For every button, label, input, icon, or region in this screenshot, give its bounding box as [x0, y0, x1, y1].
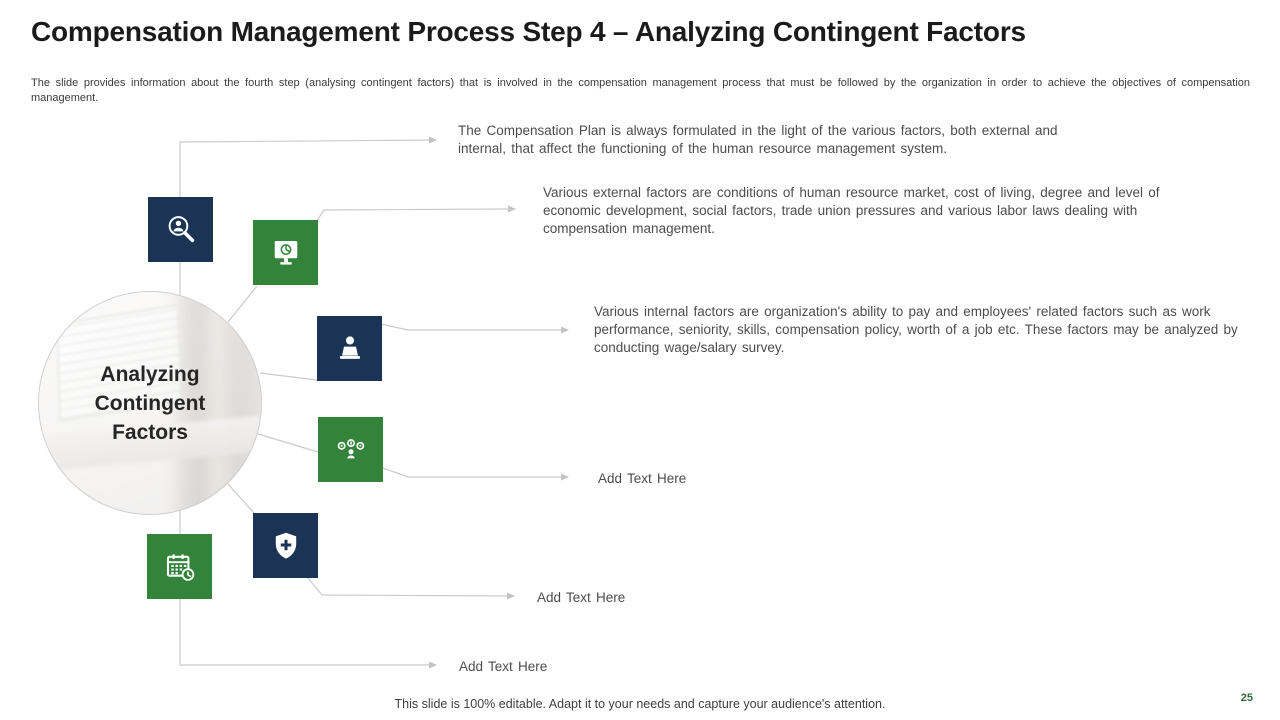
- node-square-internal-person: [317, 316, 382, 381]
- add-text-placeholder-1[interactable]: Add Text Here: [598, 471, 687, 486]
- node-square-shield: [253, 513, 318, 578]
- search-person-icon: [168, 215, 194, 242]
- add-text-placeholder-3[interactable]: Add Text Here: [459, 659, 548, 674]
- slide-description: The slide provides information about the…: [31, 77, 1250, 104]
- editable-note: This slide is 100% editable. Adapt it to…: [394, 697, 886, 711]
- people-options-icon: [337, 438, 364, 458]
- node-text-compensation-plan: The Compensation Plan is always formulat…: [458, 123, 1058, 156]
- node-square-calendar: [147, 534, 212, 599]
- person-laptop-icon: [339, 335, 360, 359]
- slide-title: Compensation Management Process Step 4 –…: [31, 16, 1026, 47]
- hub-circle: Analyzing Contingent Factors: [38, 291, 262, 515]
- monitor-pie-chart-icon: [274, 240, 297, 265]
- node-text-internal-factors: Various internal factors are organizatio…: [594, 304, 1238, 355]
- node-square-external-search: [148, 197, 213, 262]
- page-number: 25: [1240, 692, 1253, 704]
- shield-plus-icon: [275, 532, 296, 559]
- add-text-placeholder-2[interactable]: Add Text Here: [537, 590, 626, 605]
- hub-title: Analyzing Contingent Factors: [94, 362, 206, 444]
- hub-photo-overlay: [39, 292, 261, 514]
- node-square-monitor-report: [253, 220, 318, 285]
- node-square-people-options: [318, 417, 383, 482]
- node-text-external-factors: Various external factors are conditions …: [543, 185, 1160, 236]
- calendar-clock-icon: [166, 553, 194, 581]
